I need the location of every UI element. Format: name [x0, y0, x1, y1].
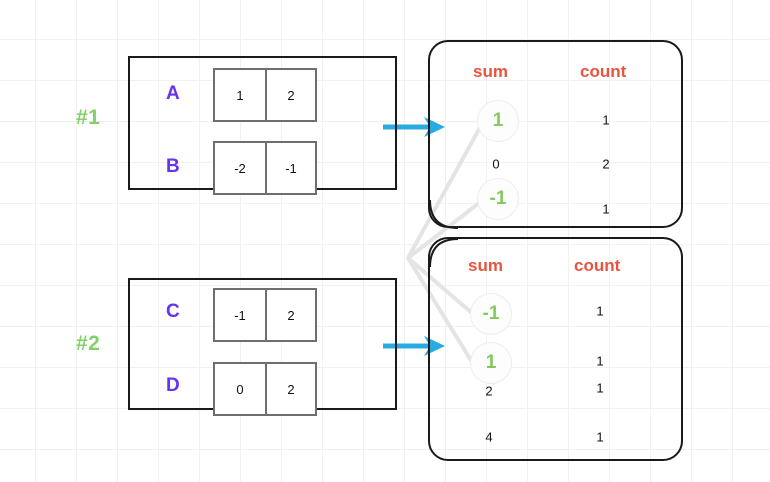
panel-2-count-1: 1	[596, 353, 604, 369]
panel-2-sum-1: 1	[485, 352, 497, 373]
panel-1-count-0: 1	[602, 112, 610, 128]
result-panel-1	[428, 40, 683, 228]
row-cells-c: -1 2	[213, 288, 317, 342]
cell-d-0: 0	[236, 381, 244, 397]
panel-2-header-sum: sum	[468, 256, 503, 275]
row-letter-a: A	[166, 83, 180, 104]
panel-1-sum-0: 1	[492, 110, 504, 131]
row-cells-a: 1 2	[213, 68, 317, 122]
panel-2-count-3: 1	[596, 429, 604, 445]
cell-c-0: -1	[234, 307, 246, 323]
group-label-1: #1	[76, 106, 101, 129]
panel-2-count-2: 1	[596, 380, 604, 396]
highlight-circle-p2-r0	[470, 293, 512, 335]
panel-1-count-2: 1	[602, 201, 610, 217]
panel-1-header-count: count	[580, 62, 627, 81]
highlight-circle-p1-r2	[477, 178, 519, 220]
row-letter-b: B	[166, 156, 180, 177]
cell-a-0: 1	[236, 87, 244, 103]
cell-d-1: 2	[265, 364, 315, 414]
panel-1-sum-2: -1	[489, 188, 507, 209]
panel-2-sum-3: 4	[485, 429, 493, 445]
cell-b-0: -2	[234, 160, 246, 176]
cell-a-1: 2	[265, 70, 315, 120]
row-cells-d: 0 2	[213, 362, 317, 416]
highlight-circle-p2-r1	[470, 342, 512, 384]
cell-b-1: -1	[265, 143, 315, 193]
panel-2-count-0: 1	[596, 303, 604, 319]
result-panel-2	[428, 237, 683, 461]
panel-1-header-sum: sum	[473, 62, 508, 81]
panel-1-count-1: 2	[602, 156, 610, 172]
panel-2-header-count: count	[574, 256, 621, 275]
panel-2-sum-0: -1	[482, 303, 500, 324]
row-cells-b: -2 -1	[213, 141, 317, 195]
group-label-2: #2	[76, 332, 101, 355]
row-letter-d: D	[166, 375, 180, 396]
highlight-circle-p1-r0	[477, 100, 519, 142]
cell-c-1: 2	[265, 290, 315, 340]
row-letter-c: C	[166, 301, 180, 322]
panel-1-sum-1: 0	[492, 156, 500, 172]
panel-2-sum-2: 2	[485, 383, 493, 399]
